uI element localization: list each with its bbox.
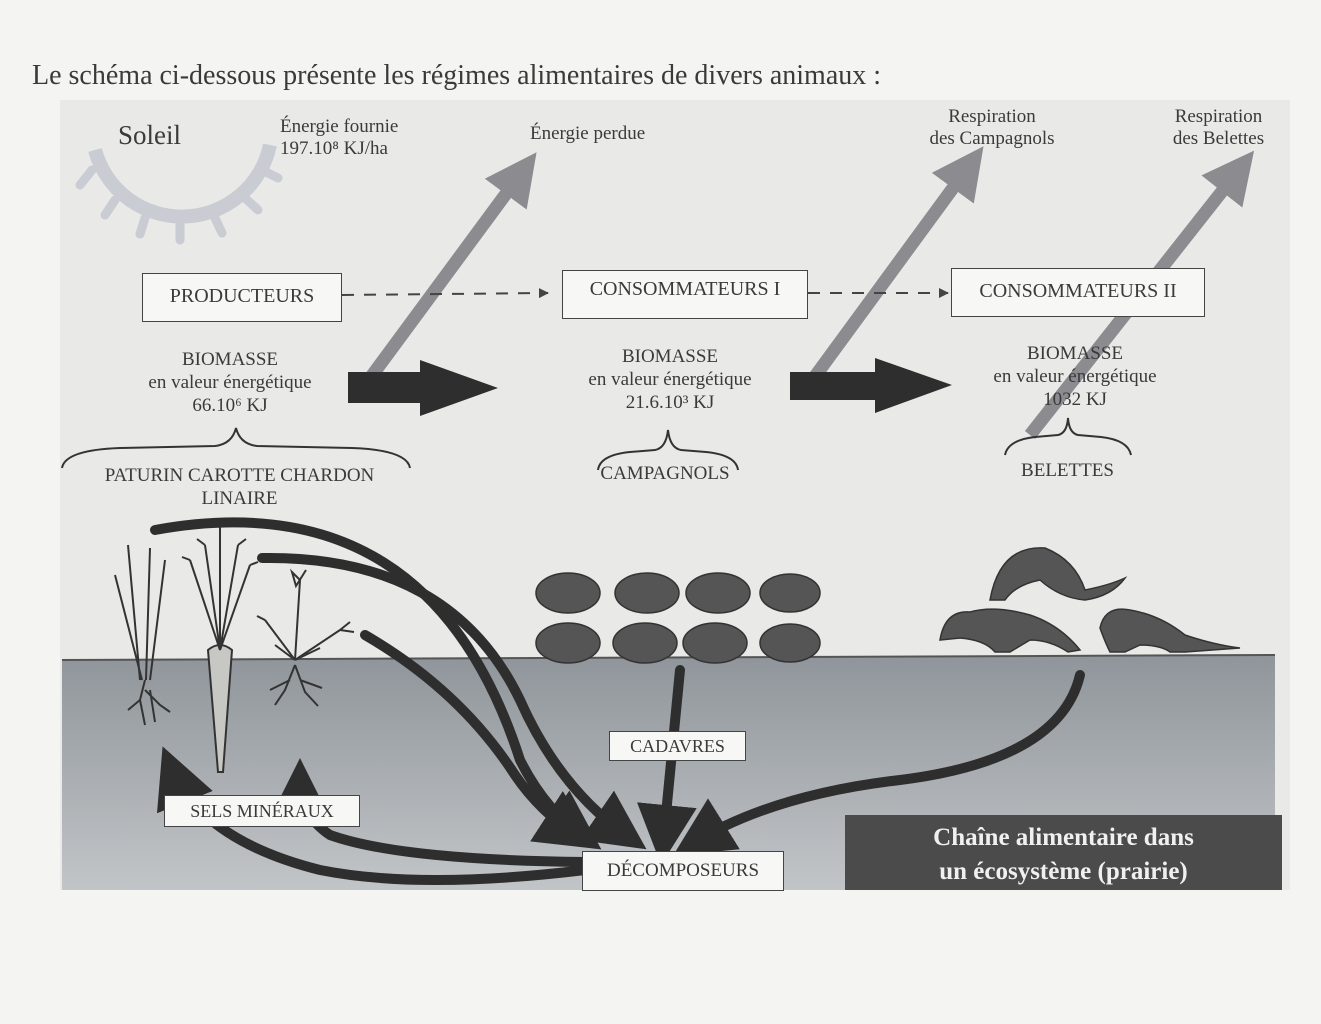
respiration-campagnols-line2: des Campagnols: [929, 128, 1055, 149]
grass-plant: [114, 544, 171, 726]
weasel: [1099, 608, 1241, 653]
carrot-plant: [181, 527, 259, 773]
weasel: [939, 608, 1082, 653]
energy-transfer-arrow-2: [790, 358, 952, 413]
campagnols-label: CAMPAGNOLS: [600, 463, 730, 484]
biomass-c2-unit: en valeur énergétique: [993, 366, 1157, 387]
biomass-producteurs-title: BIOMASSE: [181, 349, 279, 370]
respiration-belettes-line2: des Belettes: [1172, 128, 1265, 149]
respiration-campagnols-label: Respiration des Campagnols: [912, 106, 1072, 150]
biomass-consommateurs-2: BIOMASSE en valeur énergétique 1032 KJ: [960, 342, 1190, 411]
thistle-plant: [256, 568, 355, 707]
energy-transfer-arrow-1: [348, 360, 498, 416]
diagram-title-plate: Chaîne alimentaire dans un écosystème (p…: [845, 815, 1282, 890]
consommateurs-2-box: CONSOMMATEURS II: [951, 268, 1205, 317]
belettes-decay-arrow: [673, 670, 1085, 856]
plants-names: PATURIN CAROTTE CHARDON: [104, 465, 375, 486]
biomass-c1-title: BIOMASSE: [621, 346, 719, 367]
vole: [612, 622, 678, 664]
diagram-title-line2: un écosystème (prairie): [939, 858, 1188, 885]
biomass-consommateurs-1: BIOMASSE en valeur énergétique 21.6.10³ …: [555, 345, 785, 414]
biomass-producteurs: BIOMASSE en valeur énergétique 66.10⁶ KJ: [110, 348, 350, 417]
energy-provided-value: 197.10⁸ KJ/ha: [280, 138, 388, 159]
vole: [535, 622, 601, 664]
respiration-campagnols-arrow: [799, 146, 984, 394]
vole: [759, 573, 821, 613]
belettes-group: [939, 547, 1241, 653]
plant-decay-arrow-3: [360, 630, 597, 849]
energy-provided-line1: Énergie fournie: [280, 116, 399, 137]
vole: [614, 572, 680, 614]
vole: [682, 622, 748, 664]
brace-campagnols: [597, 429, 739, 471]
belettes-label: BELETTES: [1021, 460, 1114, 481]
ground-line: [61, 654, 1276, 661]
energy-provided-label: Énergie fournie 197.10⁸ KJ/ha: [280, 116, 398, 160]
biomass-c2-value: 1032 KJ: [1043, 389, 1107, 410]
respiration-belettes-label: Respiration des Belettes: [1156, 106, 1281, 150]
plants-group-label: PATURIN CAROTTE CHARDON LINAIRE: [62, 464, 417, 510]
producteurs-box: PRODUCTEURS: [142, 273, 342, 322]
biomass-c1-unit: en valeur énergétique: [588, 369, 752, 390]
vole: [535, 572, 601, 614]
sels-mineraux-box: SELS MINÉRAUX: [164, 795, 360, 827]
sun-label: Soleil: [118, 120, 182, 150]
biomass-producteurs-unit: en valeur énergétique: [148, 372, 312, 393]
biomass-c2-title: BIOMASSE: [1026, 343, 1124, 364]
vole: [759, 623, 821, 663]
vole: [685, 572, 751, 614]
sun-icon: [75, 143, 283, 245]
energy-lost-arrow: [359, 152, 537, 389]
brace-plants: [61, 427, 411, 469]
biomass-producteurs-value: 66.10⁶ KJ: [192, 395, 268, 416]
decomposeurs-box: DÉCOMPOSEURS: [582, 851, 784, 891]
plants-names-2: LINAIRE: [201, 488, 278, 509]
energy-lost-label: Énergie perdue: [530, 123, 646, 144]
consommateurs-1-box: CONSOMMATEURS I: [562, 270, 808, 319]
cadavres-box: CADAVRES: [609, 731, 746, 761]
respiration-belettes-line1: Respiration: [1174, 106, 1263, 127]
weasel: [989, 547, 1128, 601]
brace-belettes: [1004, 417, 1132, 456]
campagnols-group: [535, 572, 821, 664]
biomass-c1-value: 21.6.10³ KJ: [625, 392, 715, 413]
diagram-title-line1: Chaîne alimentaire dans: [933, 824, 1194, 851]
respiration-campagnols-line1: Respiration: [948, 106, 1036, 127]
heading: Le schéma ci-dessous présente les régime…: [32, 60, 882, 91]
